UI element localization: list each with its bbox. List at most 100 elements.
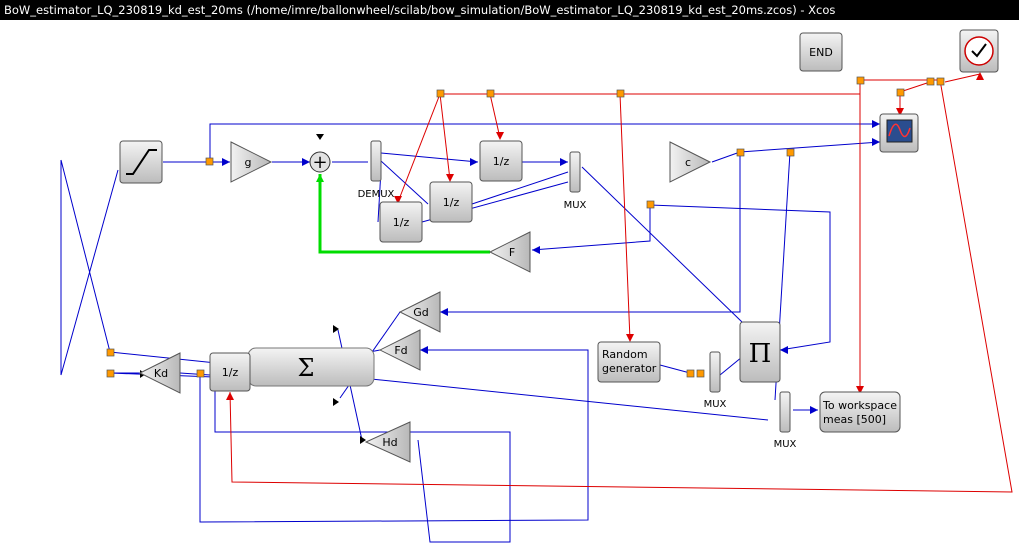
- arrowhead: [226, 392, 234, 400]
- event-to-delay3[interactable]: [397, 93, 441, 203]
- to-workspace-block[interactable]: To workspace meas [500]: [819, 391, 901, 433]
- mux-random-block[interactable]: MUX: [704, 351, 727, 410]
- split-point[interactable]: [896, 88, 905, 97]
- link-demux-to-delay2[interactable]: [380, 160, 429, 205]
- arrowhead: [394, 196, 402, 204]
- saturation-block[interactable]: [119, 140, 163, 184]
- arrowhead: [560, 158, 568, 166]
- split-point[interactable]: [616, 89, 625, 98]
- gain-F-block[interactable]: F: [488, 231, 531, 273]
- demux-block[interactable]: DEMUX: [358, 140, 395, 200]
- link-delay2-to-mux[interactable]: [471, 171, 569, 205]
- port-marker: [333, 325, 339, 333]
- link-split-to-scope[interactable]: [209, 123, 880, 162]
- link-delay4-loop-Fd[interactable]: [199, 349, 589, 523]
- event-clock-to-splits[interactable]: [944, 73, 981, 83]
- delay-3-block[interactable]: 1/z: [379, 201, 423, 243]
- link-split-to-Gd[interactable]: [440, 152, 741, 313]
- delay-4-label: 1/z: [222, 366, 239, 379]
- split-point[interactable]: [696, 369, 705, 378]
- split-point[interactable]: [486, 89, 495, 98]
- product-block[interactable]: Π: [739, 321, 781, 383]
- gain-g-label: g: [245, 156, 252, 169]
- event-to-delay1[interactable]: [489, 93, 501, 139]
- split-point[interactable]: [686, 369, 695, 378]
- saturation-icon: [126, 149, 157, 175]
- event-to-delay4[interactable]: [229, 79, 1013, 493]
- gain-Fd-label: Fd: [394, 344, 407, 357]
- delay-4-block[interactable]: 1/z: [209, 352, 251, 392]
- summation-symbol: +: [312, 152, 327, 173]
- split-point[interactable]: [926, 77, 935, 86]
- scope-block[interactable]: [879, 113, 919, 153]
- gain-c-block[interactable]: c: [669, 141, 712, 183]
- arrowhead: [626, 334, 634, 342]
- link-delay4-to-Kd[interactable]: [179, 372, 211, 376]
- split-point[interactable]: [436, 89, 445, 98]
- gain-Hd-block[interactable]: Hd: [364, 421, 411, 463]
- event-to-delay2[interactable]: [439, 93, 451, 181]
- mux-top-block[interactable]: MUX: [564, 151, 587, 211]
- mux-top-label: MUX: [564, 200, 587, 211]
- arrowhead: [810, 406, 818, 414]
- product-symbol: Π: [749, 339, 772, 369]
- link-random-to-mux[interactable]: [659, 364, 691, 374]
- split-point[interactable]: [205, 157, 214, 166]
- link-loop-left[interactable]: [60, 159, 119, 376]
- arrowhead: [872, 120, 880, 128]
- gain-Gd-block[interactable]: Gd: [398, 291, 441, 333]
- arrowhead: [302, 158, 310, 166]
- delay-3-label: 1/z: [393, 216, 410, 229]
- end-block[interactable]: END: [799, 32, 843, 72]
- link-split-to-out-mux[interactable]: [109, 351, 769, 421]
- mux-out-label: MUX: [774, 439, 797, 450]
- split-point[interactable]: [196, 369, 205, 378]
- split-point[interactable]: [856, 76, 865, 85]
- gain-Fd-block[interactable]: Fd: [378, 329, 421, 371]
- arrowhead: [446, 174, 454, 182]
- link-mux-to-product[interactable]: [719, 356, 743, 376]
- arrowhead: [780, 346, 788, 354]
- split-point[interactable]: [106, 348, 115, 357]
- diagram-canvas[interactable]: END g + DEMUX 1/z: [0, 20, 1019, 555]
- link-c-to-split[interactable]: [711, 151, 741, 163]
- arrowhead: [872, 138, 880, 146]
- gain-Kd-block[interactable]: Kd: [138, 352, 181, 394]
- event-main-horizontal[interactable]: [440, 79, 940, 95]
- demux-label: DEMUX: [358, 189, 395, 200]
- mux-out-block[interactable]: MUX: [774, 391, 797, 450]
- arrowhead: [470, 158, 478, 166]
- clock-icon: [964, 36, 994, 66]
- link-split-to-scope2[interactable]: [739, 141, 881, 153]
- split-point[interactable]: [786, 148, 795, 157]
- feedback-F-to-sum[interactable]: [318, 174, 490, 254]
- summation-block[interactable]: +: [309, 151, 331, 173]
- window-title: BoW_estimator_LQ_230819_kd_est_20ms (/ho…: [0, 0, 1019, 20]
- event-to-random[interactable]: [619, 93, 631, 341]
- gain-c-label: c: [685, 156, 691, 169]
- delay-2-block[interactable]: 1/z: [429, 181, 473, 223]
- link-delay4-loop-Hd[interactable]: [214, 375, 511, 543]
- port-marker: [316, 134, 324, 140]
- gain-Hd-label: Hd: [382, 436, 397, 449]
- split-point[interactable]: [106, 369, 115, 378]
- split-point[interactable]: [736, 148, 745, 157]
- delay-2-label: 1/z: [443, 196, 460, 209]
- workspace-label-2: meas [500]: [823, 413, 886, 426]
- delay-1-label: 1/z: [493, 155, 510, 168]
- link-split-to-F[interactable]: [531, 205, 651, 251]
- clock-block[interactable]: [959, 29, 999, 73]
- arrowhead: [420, 346, 428, 354]
- port-marker: [333, 398, 339, 406]
- random-generator-block[interactable]: Random generator: [597, 341, 661, 383]
- split-point[interactable]: [936, 77, 945, 86]
- event-to-scope[interactable]: [899, 81, 931, 114]
- link-demux-to-delay1[interactable]: [380, 152, 479, 163]
- gain-Gd-label: Gd: [413, 306, 429, 319]
- gain-g-block[interactable]: g: [230, 141, 273, 183]
- sum-block[interactable]: Σ: [247, 347, 375, 387]
- link-product-to-mux[interactable]: [581, 166, 743, 323]
- delay-1-block[interactable]: 1/z: [479, 140, 523, 182]
- split-point[interactable]: [646, 200, 655, 209]
- gain-Kd-label: Kd: [154, 367, 168, 380]
